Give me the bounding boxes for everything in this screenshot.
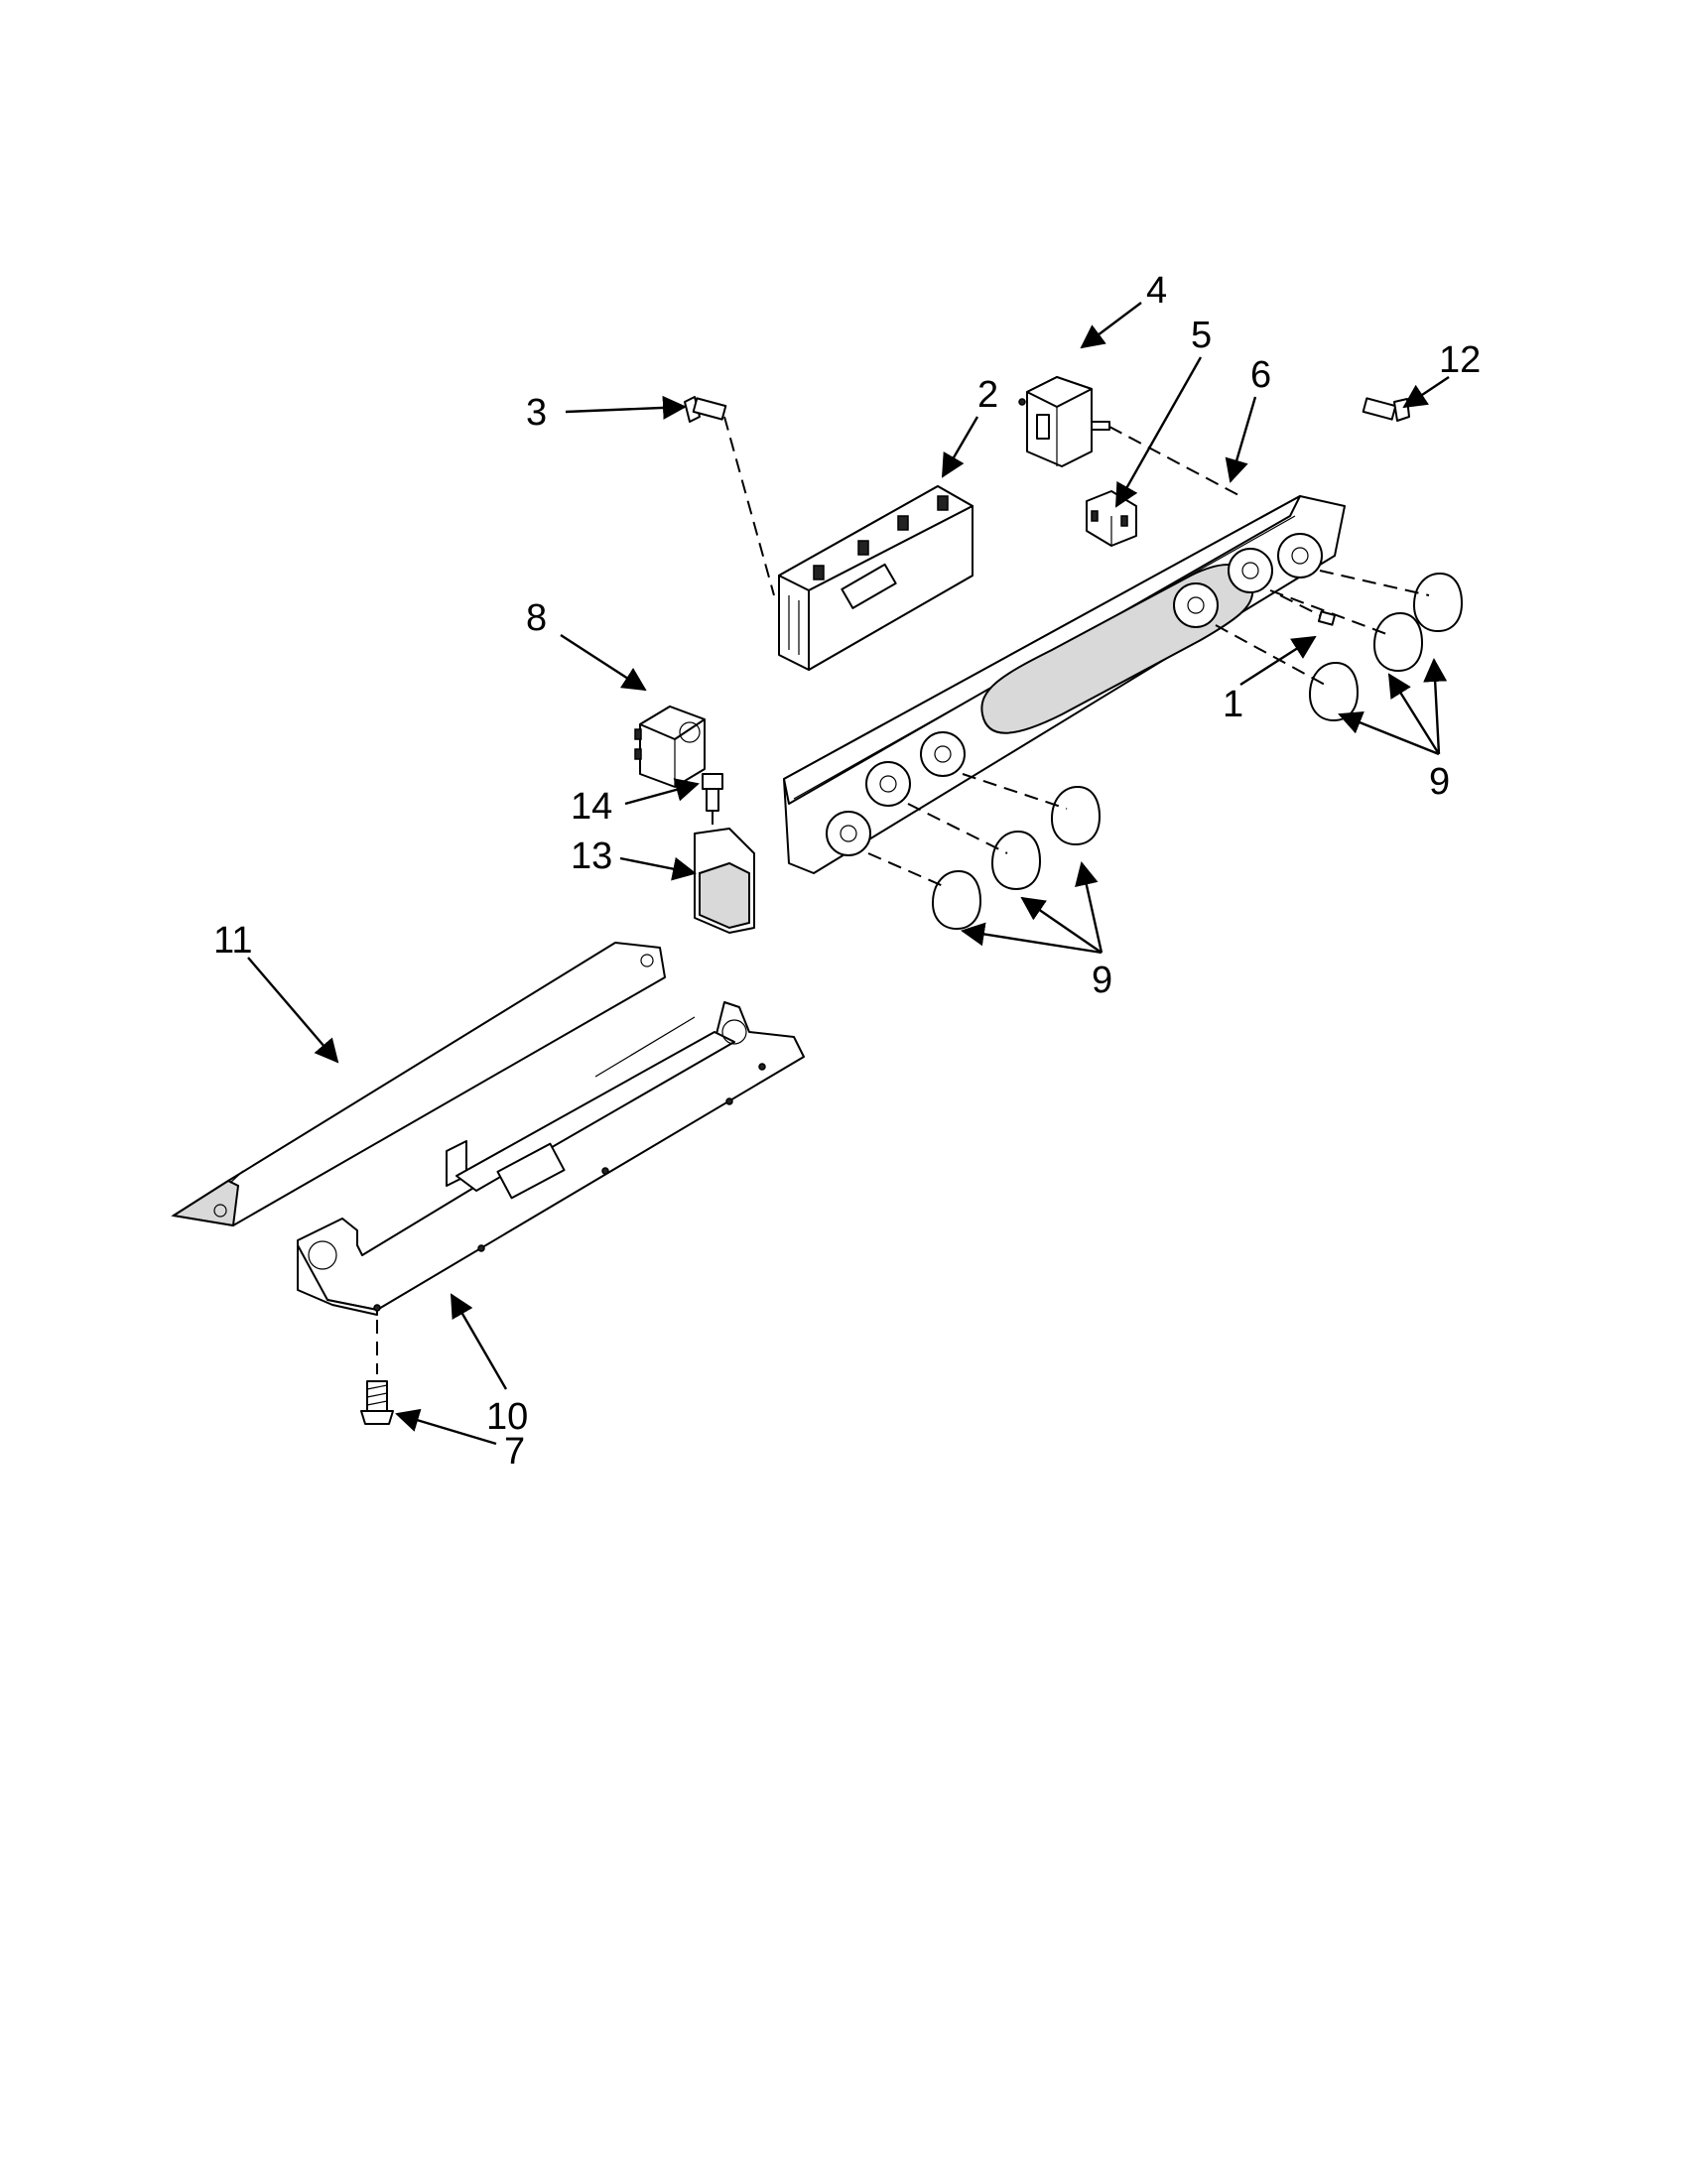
trim-strip-part xyxy=(171,942,666,1227)
switch-4-part xyxy=(1018,376,1241,497)
callout-9-upper: 9 xyxy=(1429,761,1450,803)
callout-3: 3 xyxy=(526,392,547,434)
callout-13: 13 xyxy=(571,835,612,877)
control-panel-part xyxy=(783,495,1346,874)
screw-7-part xyxy=(360,1320,394,1425)
callout-10: 10 xyxy=(486,1396,528,1438)
callout-12: 12 xyxy=(1439,339,1481,381)
callout-7: 7 xyxy=(504,1431,525,1473)
callout-14: 14 xyxy=(571,786,612,828)
callout-2: 2 xyxy=(977,374,998,416)
selector-switch-8-part xyxy=(634,706,706,788)
callout-8: 8 xyxy=(526,597,547,639)
control-board-part xyxy=(778,485,974,671)
knob-part xyxy=(867,570,1463,930)
pin-1-part xyxy=(1279,594,1337,626)
callout-1: 1 xyxy=(1223,684,1243,725)
screw-3-part xyxy=(684,396,775,596)
callout-6: 6 xyxy=(1250,354,1271,396)
callout-4: 4 xyxy=(1146,270,1167,312)
callout-labels: 1 2 3 4 5 6 7 8 9 9 10 11 12 13 14 xyxy=(213,270,1481,1473)
callout-5: 5 xyxy=(1191,315,1212,356)
screw-12-part xyxy=(1362,397,1410,422)
leader-lines xyxy=(247,302,1450,1446)
callout-11: 11 xyxy=(213,920,252,962)
callout-9-lower: 9 xyxy=(1092,960,1112,1001)
bracket-cover-13-part xyxy=(694,828,755,934)
mounting-bracket-part xyxy=(297,1001,805,1316)
switch-5-part xyxy=(1086,490,1137,547)
screw-14-part xyxy=(702,773,723,834)
